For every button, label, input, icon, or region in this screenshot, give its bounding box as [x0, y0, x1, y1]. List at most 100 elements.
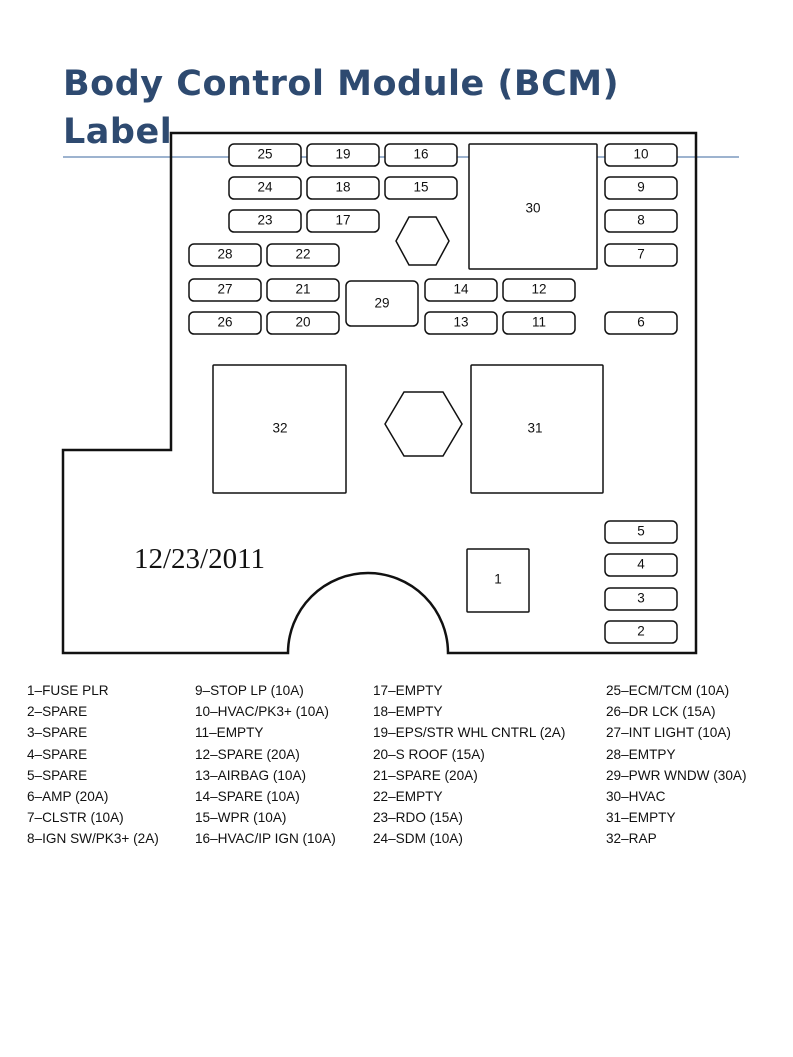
legend-item: 16–HVAC/IP IGN (10A) [195, 831, 336, 847]
svg-text:7: 7 [637, 247, 645, 262]
legend-item: 18–EMPTY [373, 704, 443, 720]
fuse-22: 22 [266, 243, 340, 267]
legend-column-3: 17–EMPTY 18–EMPTY 19–EPS/STR WHL CNTRL (… [373, 680, 565, 850]
svg-text:19: 19 [335, 147, 350, 162]
legend-item: 31–EMPTY [606, 810, 676, 826]
svg-text:21: 21 [295, 282, 310, 297]
fuse-7: 7 [604, 243, 678, 267]
fuse-8: 8 [604, 209, 678, 233]
fuse-20: 20 [266, 311, 340, 335]
relay-30: 30 [468, 143, 598, 270]
fuse-5: 5 [604, 520, 678, 544]
hex-nut-upper [395, 216, 450, 266]
legend-item: 28–EMTPY [606, 746, 676, 762]
relay-32: 32 [212, 364, 347, 494]
svg-text:31: 31 [527, 421, 542, 436]
legend-column-1: 1–FUSE PLR 2–SPARE 3–SPARE 4–SPARE 5–SPA… [27, 680, 159, 850]
fuse-16: 16 [384, 143, 458, 167]
legend-item: 26–DR LCK (15A) [606, 704, 716, 720]
legend-item: 9–STOP LP (10A) [195, 683, 304, 698]
svg-text:24: 24 [257, 180, 273, 195]
svg-text:16: 16 [413, 147, 428, 162]
legend-item: 15–WPR (10A) [195, 810, 287, 826]
fuse-3: 3 [604, 587, 678, 611]
fuse-12: 12 [502, 278, 576, 302]
fuse-24: 24 [228, 176, 302, 200]
svg-text:29: 29 [374, 296, 389, 311]
legend-item: 7–CLSTR (10A) [27, 810, 124, 826]
legend-item: 4–SPARE [27, 746, 88, 762]
svg-text:13: 13 [453, 315, 468, 330]
svg-text:32: 32 [272, 421, 287, 436]
fuse-11: 11 [502, 311, 576, 335]
svg-text:1: 1 [494, 572, 502, 587]
legend-item: 29–PWR WNDW (30A) [606, 767, 747, 783]
svg-text:4: 4 [637, 557, 645, 572]
legend-item: 12–SPARE (20A) [195, 746, 300, 762]
hex-nut-center [384, 391, 463, 457]
svg-text:2: 2 [637, 624, 645, 639]
fuse-1: 1 [466, 548, 530, 613]
svg-text:27: 27 [217, 282, 232, 297]
svg-text:26: 26 [217, 315, 232, 330]
fuse-17: 17 [306, 209, 380, 233]
svg-text:17: 17 [335, 213, 350, 228]
svg-text:30: 30 [525, 201, 540, 216]
fuse-18: 18 [306, 176, 380, 200]
svg-text:22: 22 [295, 247, 310, 262]
legend-item: 13–AIRBAG (10A) [195, 767, 307, 783]
svg-text:10: 10 [633, 147, 648, 162]
fuse-29: 29 [345, 280, 419, 327]
legend-item: 19–EPS/STR WHL CNTRL (2A) [373, 725, 566, 741]
date-stamp: 12/23/2011 [134, 543, 265, 575]
page-title: Body Control Module (BCM) Label [63, 60, 739, 158]
legend-item: 5–SPARE [27, 767, 88, 783]
legend-item: 30–HVAC [606, 789, 666, 805]
svg-text:6: 6 [637, 315, 645, 330]
svg-text:8: 8 [637, 213, 645, 228]
fuse-28: 28 [188, 243, 262, 267]
fuse-10: 10 [604, 143, 678, 167]
fuse-25: 25 [228, 143, 302, 167]
legend-item: 21–SPARE (20A) [373, 767, 478, 783]
fuse-19: 19 [306, 143, 380, 167]
svg-text:11: 11 [532, 315, 546, 330]
legend-item: 23–RDO (15A) [373, 810, 463, 826]
fuse-9: 9 [604, 176, 678, 200]
svg-text:14: 14 [453, 282, 469, 297]
fuse-6: 6 [604, 311, 678, 335]
fuse-4: 4 [604, 553, 678, 577]
fuse-2: 2 [604, 620, 678, 644]
fuse-15: 15 [384, 176, 458, 200]
legend-item: 20–S ROOF (15A) [373, 746, 485, 762]
legend-item: 24–SDM (10A) [373, 831, 463, 847]
legend-item: 6–AMP (20A) [27, 789, 109, 805]
fuse-23: 23 [228, 209, 302, 233]
legend-item: 14–SPARE (10A) [195, 789, 300, 805]
legend-item: 25–ECM/TCM (10A) [606, 683, 730, 698]
fuse-26: 26 [188, 311, 262, 335]
relay-31: 31 [470, 364, 604, 494]
svg-text:20: 20 [295, 315, 310, 330]
legend-item: 3–SPARE [27, 725, 88, 741]
fuse-13: 13 [424, 311, 498, 335]
svg-text:28: 28 [217, 247, 232, 262]
svg-text:12: 12 [531, 282, 546, 297]
svg-text:9: 9 [637, 180, 645, 195]
bcm-housing-outline [61, 131, 698, 655]
svg-text:5: 5 [637, 524, 645, 539]
legend-item: 22–EMPTY [373, 789, 443, 805]
legend-item: 11–EMPTY [195, 725, 264, 741]
svg-text:25: 25 [257, 147, 272, 162]
fuse-27: 27 [188, 278, 262, 302]
legend-item: 2–SPARE [27, 704, 88, 720]
svg-text:23: 23 [257, 213, 272, 228]
legend-item: 1–FUSE PLR [27, 683, 109, 698]
legend-column-4: 25–ECM/TCM (10A) 26–DR LCK (15A) 27–INT … [606, 680, 746, 850]
svg-text:18: 18 [335, 180, 350, 195]
legend-item: 17–EMPTY [373, 683, 443, 698]
legend-item: 27–INT LIGHT (10A) [606, 725, 731, 741]
legend-item: 8–IGN SW/PK3+ (2A) [27, 831, 159, 847]
svg-text:15: 15 [413, 180, 428, 195]
